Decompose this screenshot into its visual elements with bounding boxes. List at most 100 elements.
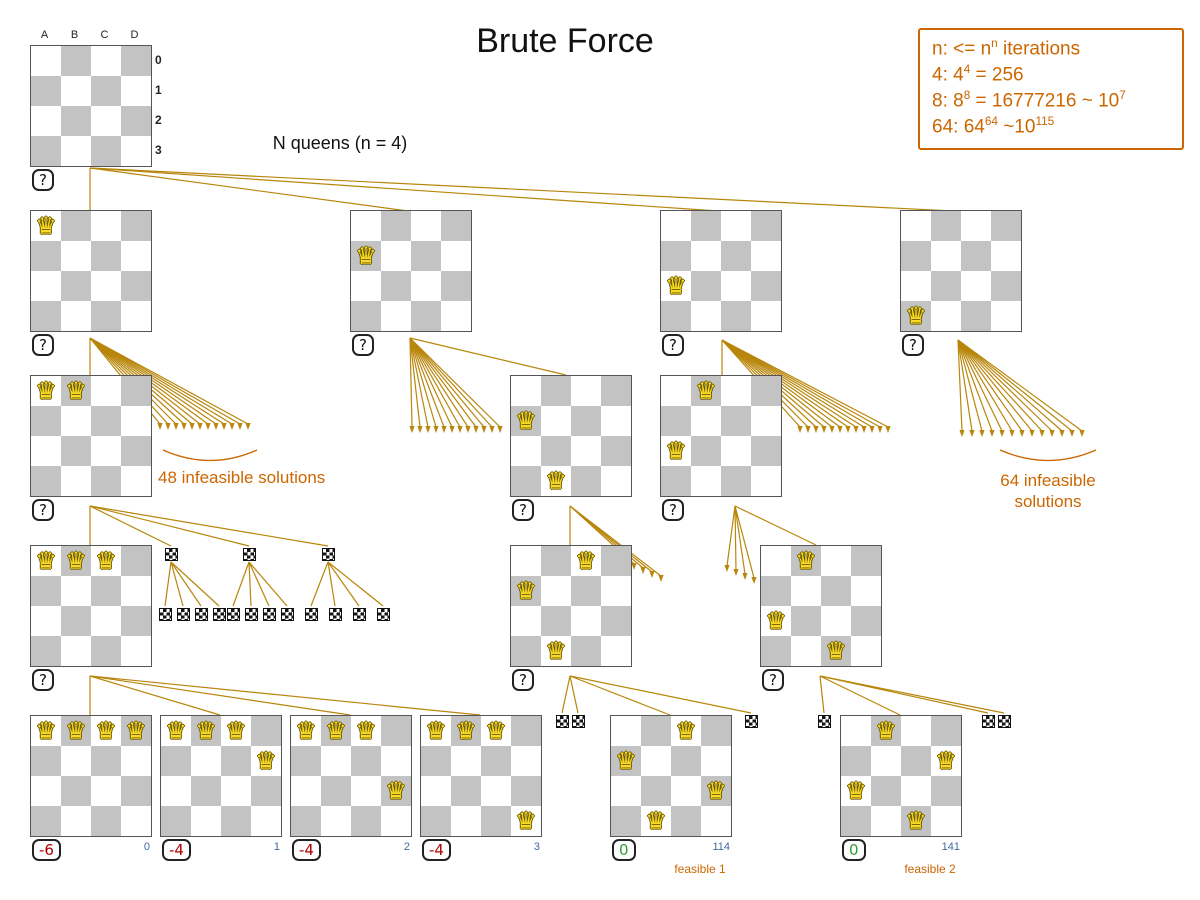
tree-edge [734,505,737,571]
tree-edge [170,561,220,607]
board-cell [31,376,61,406]
pruned-arrowhead [1079,430,1085,437]
board-cell [251,746,281,776]
board-cell [31,211,61,241]
tree-edge [170,561,202,607]
queen-icon: ♛ [905,302,927,330]
score-badge-leaf-2: -4 [292,839,321,861]
tree-edge [89,675,221,716]
board-cell [901,301,931,331]
board-cell [901,241,931,271]
board-cell [661,466,691,496]
board-cell [601,436,631,466]
pruned-arrowhead [649,571,655,578]
chessboard-n3-a2b0c3: ♛♛♛ [760,545,882,667]
board-cell [511,636,541,666]
board-cell [161,806,191,836]
board-cell [851,606,881,636]
board-cell [991,301,1021,331]
board-cell [61,46,91,76]
board-cell [381,776,411,806]
chessboard-leaf-1: ♛♛♛♛ [160,715,282,837]
board-cell [721,211,751,241]
tree-edge [409,337,567,376]
feasible-label: feasible 1 [674,862,726,876]
board-cell [91,241,121,271]
board-cell [661,211,691,241]
board-cell [511,546,541,576]
board-cell [421,716,451,746]
row-label: 3 [155,143,162,157]
board-cell [31,576,61,606]
tree-edge [409,337,501,428]
board-cell [541,636,571,666]
board-cell [61,716,91,746]
board-cell [641,806,671,836]
board-cell [511,716,541,746]
board-cell [601,406,631,436]
board-cell [611,806,641,836]
board-cell [691,376,721,406]
board-cell [61,211,91,241]
info-text: n: <= n [932,38,992,60]
board-cell [61,271,91,301]
column-label: D [130,29,140,41]
pruned-arrowhead [1049,430,1055,437]
score-badge-n1-a2: ? [662,334,684,356]
board-cell [751,436,781,466]
superscript: n [991,37,998,50]
board-cell [481,806,511,836]
queen-icon: ♛ [355,717,377,745]
board-cell [541,576,571,606]
info-text: 64: 64 [932,116,985,138]
board-cell [901,271,931,301]
board-cell [61,776,91,806]
chessboard-n1-a3: ♛ [900,210,1022,332]
brace-curve [999,449,1097,462]
tree-edge [957,339,1073,432]
board-cell [221,806,251,836]
queen-icon: ♛ [515,577,537,605]
pruned-arrowhead [197,423,203,430]
iteration-index: 1 [273,841,280,853]
board-cell [61,806,91,836]
board-cell [351,301,381,331]
board-cell [751,271,781,301]
board-cell [61,546,91,576]
tree-edge [569,675,671,716]
board-cell [691,301,721,331]
tree-edge [957,339,973,432]
pruned-arrowhead [205,423,211,430]
board-cell [291,806,321,836]
tree-edge [327,561,360,607]
tree-edge [561,675,571,714]
board-cell [121,576,151,606]
score-badge-n3-a1b3c0: ? [512,669,534,691]
score-badge-n1-a0: ? [32,334,54,356]
board-cell [91,301,121,331]
board-cell [751,376,781,406]
score-badge-leaf-1: -4 [162,839,191,861]
queen-icon: ♛ [875,717,897,745]
infeasible-48-label: 48 infeasible solutions [158,468,326,487]
board-cell [411,211,441,241]
board-cell [541,376,571,406]
board-cell [511,576,541,606]
board-cell [451,746,481,776]
board-cell [441,271,471,301]
board-cell [61,576,91,606]
pruned-arrowhead [417,426,423,433]
board-cell [661,271,691,301]
board-cell [91,746,121,776]
tree-edge [819,675,825,714]
board-cell [31,606,61,636]
board-cell [701,746,731,776]
tree-edge [957,339,1083,432]
board-cell [381,806,411,836]
tree-edge [957,339,1003,432]
board-cell [701,806,731,836]
pruned-subtree-icon [165,548,178,561]
chessboard-n1-a1: ♛ [350,210,472,332]
queen-icon: ♛ [665,437,687,465]
